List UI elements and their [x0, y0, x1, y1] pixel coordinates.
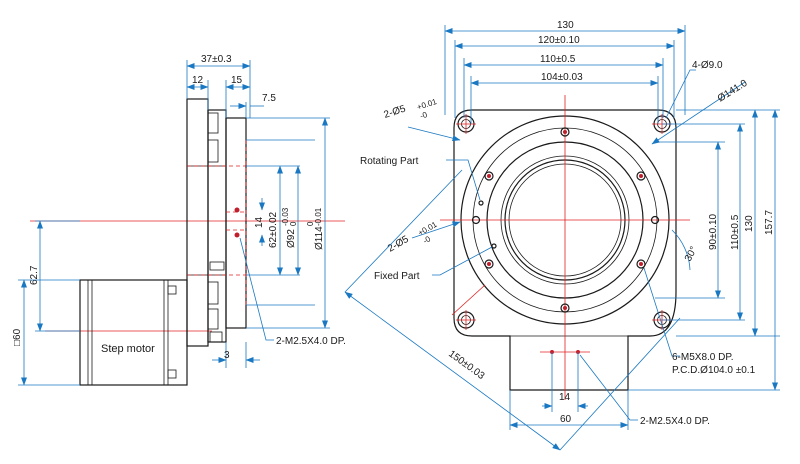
dim-60-square: □60 [12, 328, 23, 346]
dim-110-right: 110±0.5 [730, 214, 741, 250]
dim-14-side: 14 [254, 216, 265, 228]
dim-62: 62±0.02 [268, 211, 279, 248]
dim-4-holes: 4-Ø9.0 [692, 60, 723, 71]
dim-110-top: 110±0.5 [540, 54, 576, 65]
bottom-screw-note: 2-M2.5X4.0 DP. [640, 416, 710, 427]
dim-pin-mid-tol-bottom: -0 [422, 234, 433, 246]
dim-114-tol-bottom: -0.01 [314, 207, 323, 226]
fixed-part-label: Fixed Part [374, 271, 420, 282]
side-screw-note: 2-M2.5X4.0 DP. [276, 336, 346, 347]
dim-92: Ø92 [286, 229, 297, 248]
dim-pin-mid: 2-Ø5 [386, 234, 411, 255]
m5-note: 6-M5X8.0 DP. [672, 352, 734, 363]
dim-30-deg: 30° [683, 245, 700, 264]
dim-pin-top: 2-Ø5 [383, 103, 408, 120]
dim-37: 37±0.3 [201, 54, 232, 65]
step-motor-label: Step motor [101, 343, 155, 355]
housing-body [186, 98, 247, 347]
front-view: 130 120±0.10 110±0.5 104±0.03 4-Ø9.0 Ø14… [344, 20, 780, 451]
dim-92-tol-bottom: 0 [289, 221, 298, 226]
dim-12: 12 [192, 75, 204, 86]
dim-104: 104±0.03 [541, 72, 583, 83]
pcd-note: P.C.D.Ø104.0 ±0.1 [672, 365, 756, 376]
dim-157-7: 157.7 [764, 210, 775, 235]
dim-141: Ø141.0 [716, 78, 750, 105]
dim-pin-top-tol-bottom: -0 [419, 110, 429, 121]
dim-15: 15 [231, 75, 243, 86]
dim-60-bottom: 60 [560, 414, 572, 425]
dim-130-top: 130 [557, 20, 574, 31]
dim-3: 3 [224, 350, 230, 361]
dim-120: 120±0.10 [538, 35, 580, 46]
dim-14-bottom: 14 [559, 392, 571, 403]
dim-114-tol-top: 0 [306, 221, 315, 226]
dim-150: 150±0.03 [446, 349, 487, 383]
m5-holes [471, 127, 660, 313]
side-screw-hole-top [234, 207, 240, 213]
dim-114: Ø114 [314, 226, 325, 250]
dim-92-tol-top: -0.03 [281, 207, 290, 226]
side-view: Step motor 37±0.3 12 15 7.5 3 [12, 54, 346, 386]
step-motor: Step motor [79, 279, 188, 386]
dim-90: 90±0.10 [708, 213, 719, 250]
dim-7-5: 7.5 [262, 93, 276, 104]
dim-130-right: 130 [744, 215, 755, 232]
dim-62-7: 62.7 [29, 265, 40, 285]
dim-pin-top-tol-top: +0.01 [416, 97, 439, 112]
rotating-part-label: Rotating Part [360, 156, 419, 167]
side-screw-hole-bottom [234, 232, 240, 238]
